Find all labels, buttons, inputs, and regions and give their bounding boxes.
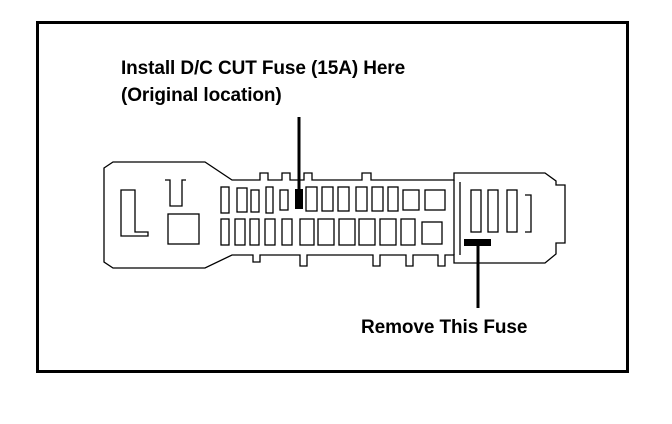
right-section-slots <box>470 189 532 233</box>
relay-socket-top <box>165 179 186 207</box>
remove-target-fuse <box>464 239 491 246</box>
fuse-row-top <box>220 186 446 214</box>
remove-fuse-callout: Remove This Fuse <box>361 317 528 338</box>
install-fuse-callout-line1: Install D/C CUT Fuse (15A) Here <box>121 58 406 79</box>
install-fuse-callout-line2: (Original location) <box>121 85 282 106</box>
fuse-block-outline <box>103 161 566 269</box>
install-location-fuse <box>295 189 303 209</box>
fuse-row-bottom <box>220 218 443 246</box>
relay-socket-square <box>167 213 200 245</box>
relay-socket-left <box>120 189 149 237</box>
